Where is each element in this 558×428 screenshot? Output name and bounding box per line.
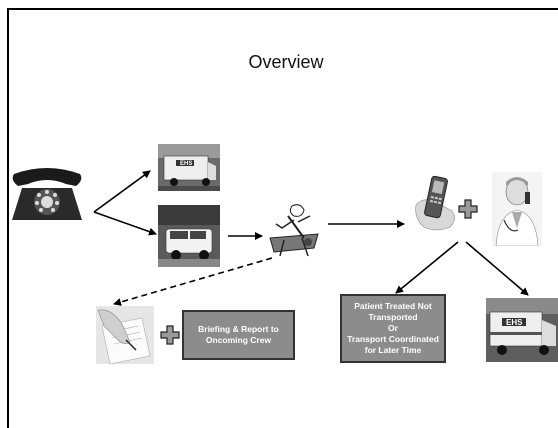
patient-line: Or <box>388 323 398 333</box>
cell-phone-icon <box>412 175 462 233</box>
paperwork-icon <box>96 306 154 364</box>
briefing-line: Briefing & Report to <box>198 324 279 334</box>
slide-frame <box>7 8 558 428</box>
briefing-line: Oncoming Crew <box>205 335 272 345</box>
plus-icon <box>458 199 478 219</box>
arrow <box>395 241 459 294</box>
arrow <box>93 211 157 236</box>
doctor-icon <box>492 172 542 246</box>
plus-icon <box>160 325 180 345</box>
slide-title: Overview <box>248 52 324 72</box>
patient-line: Transport Coordinated <box>347 334 439 344</box>
ambulance-icon: EHS <box>158 144 220 191</box>
patient-outcome-box: Patient Treated Not Transported Or Trans… <box>340 294 446 363</box>
briefing-report-box: Briefing & Report to Oncoming Crew <box>182 310 295 360</box>
arrow <box>93 170 151 213</box>
telephone-icon <box>8 166 86 224</box>
patient-line: Patient Treated Not <box>354 301 432 311</box>
response-vehicle-icon <box>158 205 220 267</box>
arrow <box>465 241 529 296</box>
dashed-arrow <box>113 257 273 306</box>
patient-line: Transported <box>368 312 418 322</box>
paramedic-icon <box>264 198 324 262</box>
svg-text:EHS: EHS <box>506 318 523 327</box>
patient-line: for Later Time <box>364 345 422 355</box>
ambulance-icon: EHS <box>486 298 558 362</box>
svg-text:EHS: EHS <box>180 161 192 167</box>
